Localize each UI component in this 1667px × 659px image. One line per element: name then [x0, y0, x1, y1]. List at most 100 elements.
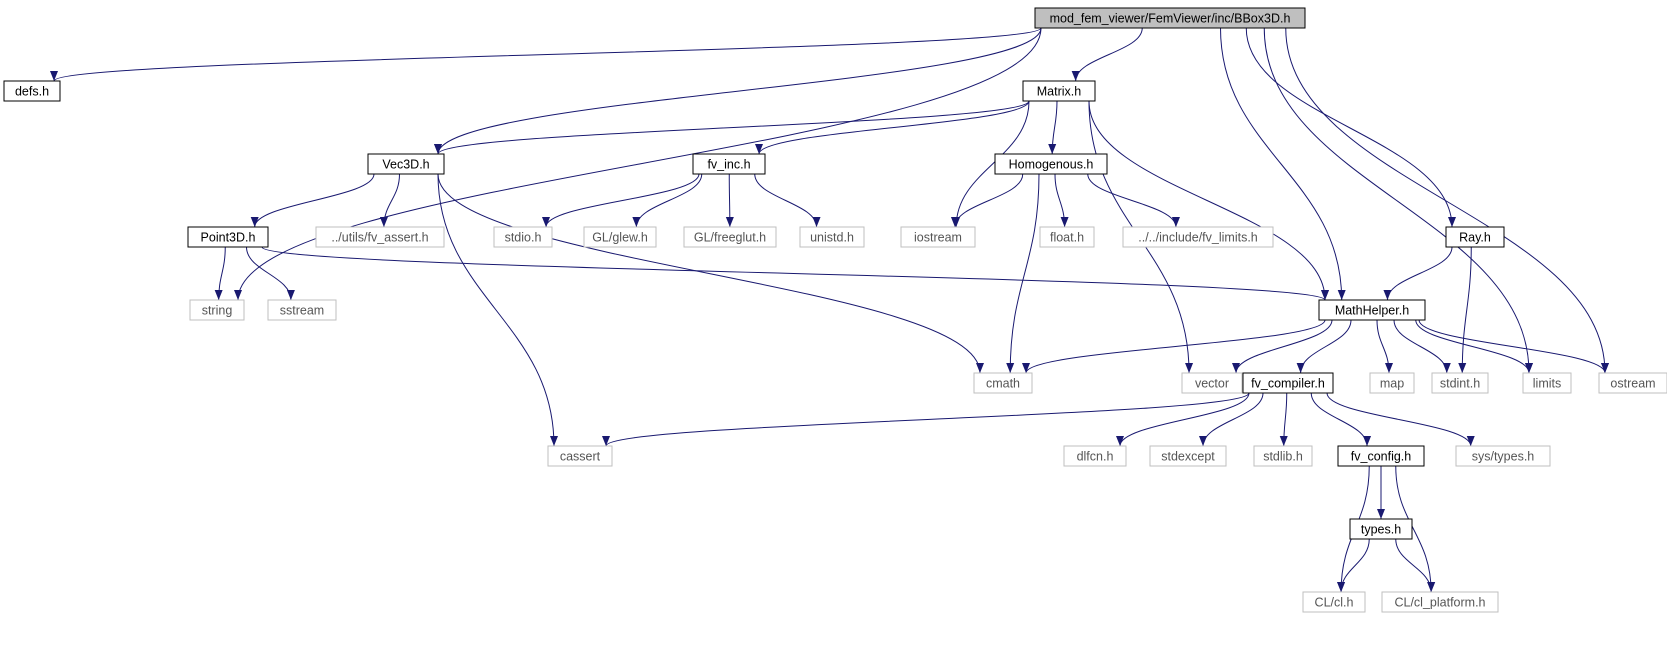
- node-string: string: [189, 299, 245, 321]
- node-sstream: sstream: [267, 299, 337, 321]
- edge-root-to-matrix: [1071, 27, 1143, 82]
- nodes-layer: mod_fem_viewer/FemViewer/inc/BBox3D.hdef…: [3, 7, 1667, 613]
- edge-root-to-defs: [50, 27, 1042, 82]
- node-map: map: [1369, 372, 1415, 394]
- node-vec3d[interactable]: Vec3D.h: [367, 153, 445, 175]
- edge-root-to-ostream: [1285, 27, 1609, 374]
- node-box: [973, 372, 1033, 394]
- node-label: mod_fem_viewer/FemViewer/inc/BBox3D.h: [1050, 12, 1291, 26]
- edge-root-to-ray: [1245, 27, 1456, 228]
- edge-vec3d-to-point3d: [250, 173, 375, 228]
- edge-mathhelper-to-fvcompiler: [1296, 319, 1352, 374]
- node-point3d[interactable]: Point3D.h: [187, 226, 269, 248]
- node-defs[interactable]: defs.h: [3, 80, 61, 102]
- node-box: [1598, 372, 1667, 394]
- node-box: [367, 153, 445, 175]
- edge-fvcompiler-to-dlfcn: [1116, 392, 1250, 447]
- edge-mathhelper-to-ostream: [1418, 319, 1609, 374]
- node-box: [1039, 226, 1095, 248]
- node-box: [493, 226, 553, 248]
- node-label: fv_compiler.h: [1251, 377, 1325, 391]
- node-cmath: cmath: [973, 372, 1033, 394]
- node-fvinc[interactable]: fv_inc.h: [692, 153, 766, 175]
- node-limits: limits: [1522, 372, 1572, 394]
- node-label: types.h: [1361, 523, 1401, 537]
- edge-root-to-string: [234, 27, 1042, 301]
- node-root[interactable]: mod_fem_viewer/FemViewer/inc/BBox3D.h: [1034, 7, 1306, 29]
- node-stdlib: stdlib.h: [1253, 445, 1313, 467]
- node-label: Ray.h: [1459, 231, 1491, 245]
- edge-fvcompiler-to-cassert: [602, 392, 1250, 447]
- node-label: stdexcept: [1161, 450, 1215, 464]
- node-homog[interactable]: Homogenous.h: [994, 153, 1108, 175]
- node-label: stdlib.h: [1263, 450, 1303, 464]
- node-float: float.h: [1039, 226, 1095, 248]
- edge-homog-to-fvlimits: [1087, 173, 1180, 228]
- node-vector: vector: [1181, 372, 1243, 394]
- edge-point3d-to-mathhelper: [261, 246, 1329, 301]
- node-box: [1149, 445, 1227, 467]
- edge-types-to-clplatform: [1395, 538, 1436, 593]
- node-box: [692, 153, 766, 175]
- node-fvcompiler[interactable]: fv_compiler.h: [1242, 372, 1334, 394]
- node-label: cmath: [986, 377, 1020, 391]
- node-box: [1337, 445, 1425, 467]
- node-box: [1381, 591, 1499, 613]
- node-box: [1034, 7, 1306, 29]
- edge-point3d-to-string: [214, 246, 226, 301]
- edge-fvinc-to-stdio: [542, 173, 700, 228]
- node-box: [315, 226, 445, 248]
- node-label: stdint.h: [1440, 377, 1480, 391]
- node-label: defs.h: [15, 85, 49, 99]
- node-label: ostream: [1610, 377, 1655, 391]
- node-types[interactable]: types.h: [1349, 518, 1413, 540]
- edge-types-to-clcl: [1337, 538, 1370, 593]
- node-fvconfig[interactable]: fv_config.h: [1337, 445, 1425, 467]
- edge-fvinc-to-glew: [632, 173, 703, 228]
- node-box: [1181, 372, 1243, 394]
- node-cassert: cassert: [547, 445, 613, 467]
- node-stdexcept: stdexcept: [1149, 445, 1227, 467]
- node-box: [1445, 226, 1505, 248]
- edge-matrix-to-vec3d: [434, 100, 1030, 155]
- node-mathhelper[interactable]: MathHelper.h: [1318, 299, 1426, 321]
- node-label: map: [1380, 377, 1404, 391]
- node-label: dlfcn.h: [1077, 450, 1114, 464]
- node-box: [1122, 226, 1274, 248]
- node-label: fv_config.h: [1351, 450, 1412, 464]
- node-label: CL/cl.h: [1315, 596, 1354, 610]
- node-systypes: sys/types.h: [1455, 445, 1551, 467]
- node-iostream: iostream: [900, 226, 976, 248]
- node-box: [187, 226, 269, 248]
- node-label: sys/types.h: [1472, 450, 1535, 464]
- node-box: [683, 226, 777, 248]
- node-label: limits: [1533, 377, 1561, 391]
- edge-fvinc-to-freeglut: [725, 173, 734, 228]
- edge-root-to-limits: [1263, 27, 1533, 374]
- edge-fvinc-to-unistd: [754, 173, 821, 228]
- edge-fvcompiler-to-fvconfig: [1310, 392, 1372, 447]
- edge-ray-to-mathhelper: [1383, 246, 1453, 301]
- edge-mathhelper-to-vector: [1232, 319, 1333, 374]
- node-unistd: unistd.h: [799, 226, 865, 248]
- node-label: iostream: [914, 231, 962, 245]
- edge-mathhelper-to-stdint: [1393, 319, 1451, 374]
- node-label: CL/cl_platform.h: [1394, 596, 1485, 610]
- edge-fvcompiler-to-stdexcept: [1199, 392, 1264, 447]
- node-box: [1318, 299, 1426, 321]
- node-box: [1253, 445, 1313, 467]
- edge-vec3d-to-cmath: [437, 173, 984, 374]
- node-box: [1063, 445, 1127, 467]
- edge-point3d-to-sstream: [246, 246, 295, 301]
- edge-vec3d-to-fvassert: [379, 173, 400, 228]
- node-label: unistd.h: [810, 231, 854, 245]
- edge-root-to-mathhelper: [1220, 27, 1346, 301]
- node-ray[interactable]: Ray.h: [1445, 226, 1505, 248]
- edge-fvcompiler-to-stdlib: [1279, 392, 1288, 447]
- node-stdint: stdint.h: [1431, 372, 1489, 394]
- node-box: [189, 299, 245, 321]
- edge-matrix-to-iostream: [952, 100, 1030, 228]
- node-matrix[interactable]: Matrix.h: [1022, 80, 1096, 102]
- edge-matrix-to-mathhelper: [1088, 100, 1330, 301]
